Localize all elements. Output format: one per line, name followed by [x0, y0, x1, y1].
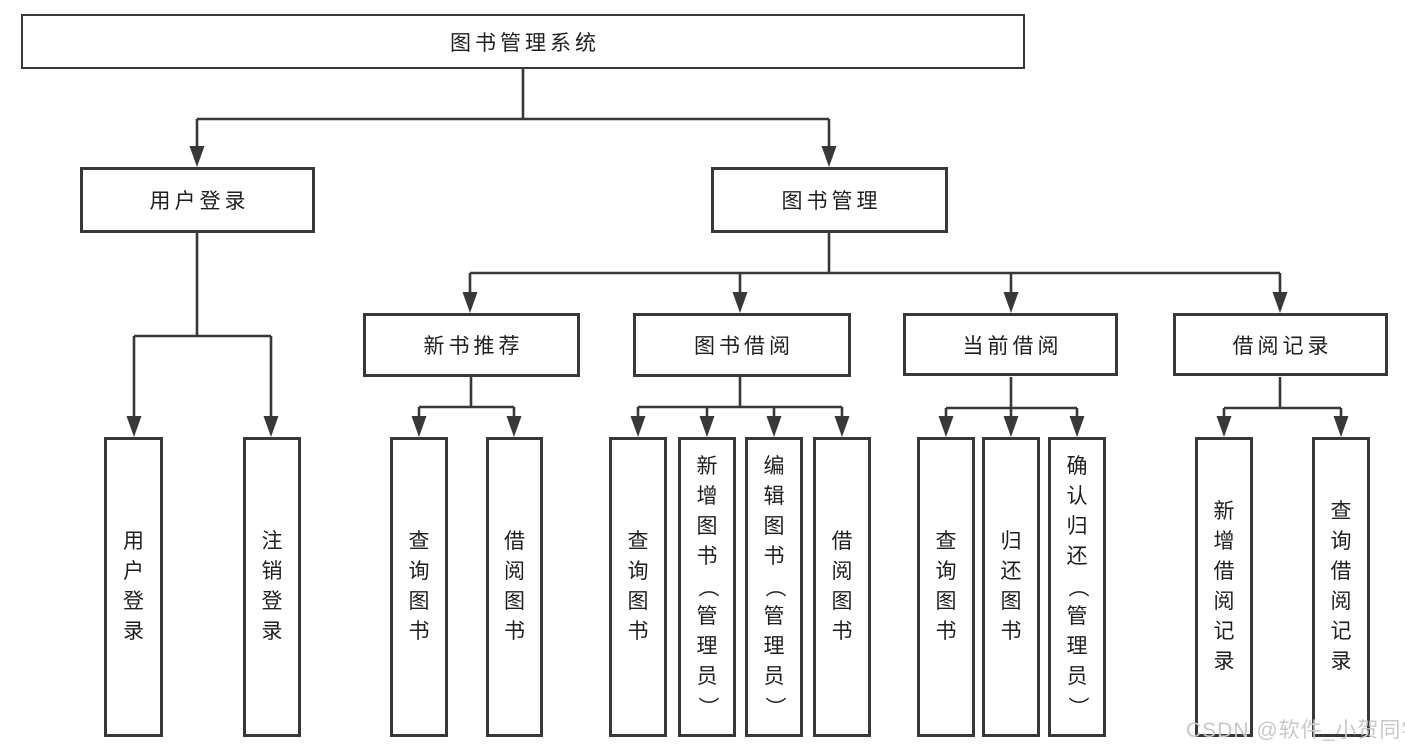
node-borrow-record: 借阅记录	[1173, 313, 1388, 376]
node-leaf-confirm-return-admin: 确认归还（管理员）	[1048, 437, 1106, 737]
node-leaf-edit-book-admin: 编辑图书（管理员）	[745, 437, 803, 737]
node-leaf-return-book: 归还图书	[982, 437, 1040, 737]
node-leaf-borrow-book-2: 借阅图书	[813, 437, 871, 737]
connector-path	[132, 69, 1343, 420]
node-leaf-logout: 注销登录	[243, 437, 301, 737]
node-leaf-query-book-1: 查询图书	[390, 437, 448, 737]
watermark-text: CSDN @软件_小贺同学	[1186, 719, 1405, 742]
node-leaf-user-login: 用户登录	[104, 437, 163, 737]
node-leaf-query-book-2: 查询图书	[609, 437, 667, 737]
node-leaf-query-book-3: 查询图书	[917, 437, 975, 737]
node-book-management: 图书管理	[711, 167, 948, 233]
arrowhead-icons	[126, 146, 1349, 437]
node-user-login: 用户登录	[80, 167, 315, 233]
node-root: 图书管理系统	[21, 14, 1025, 69]
node-leaf-add-book-admin: 新增图书（管理员）	[678, 437, 736, 737]
node-leaf-borrow-book-1: 借阅图书	[486, 437, 543, 737]
node-book-borrow: 图书借阅	[633, 313, 851, 377]
node-leaf-query-borrow-record: 查询借阅记录	[1312, 437, 1370, 737]
node-leaf-add-borrow-record: 新增借阅记录	[1195, 437, 1253, 737]
node-current-borrow: 当前借阅	[903, 313, 1118, 376]
node-new-book-recommend: 新书推荐	[363, 313, 580, 377]
